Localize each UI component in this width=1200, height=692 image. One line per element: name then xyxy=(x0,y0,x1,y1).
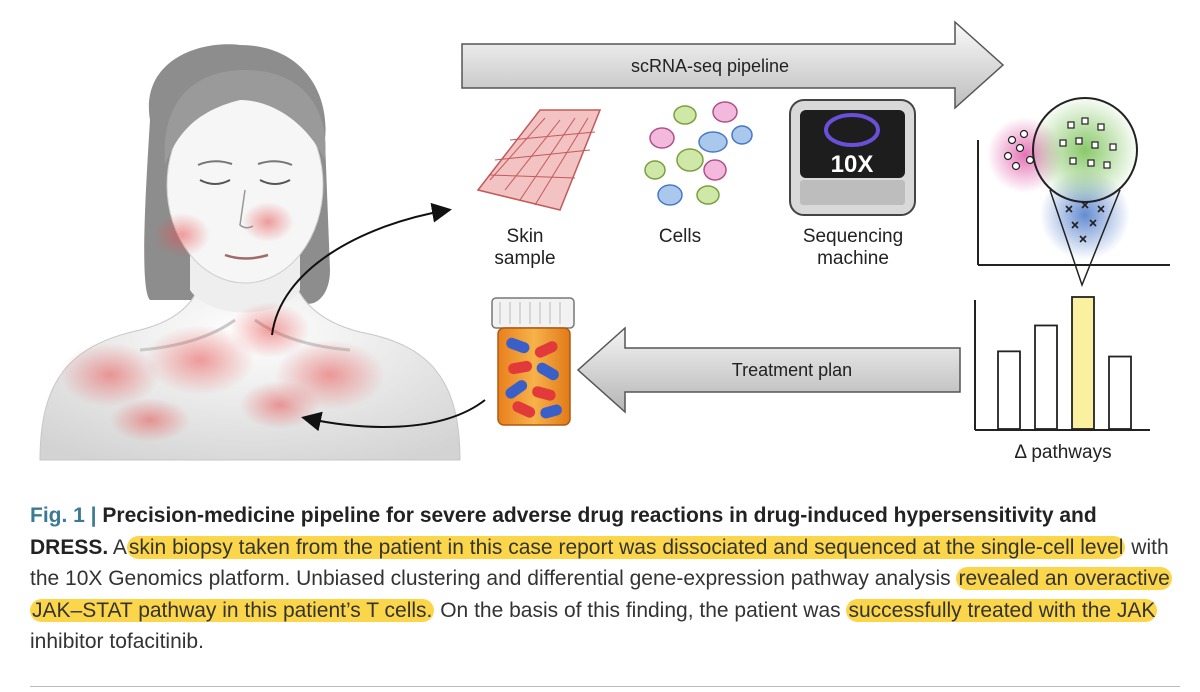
arrow-to-skin-sample xyxy=(271,202,452,336)
scrnaseq-label: scRNA-seq pipeline xyxy=(631,56,789,76)
cells-label: Cells xyxy=(659,226,701,247)
pathway-bar xyxy=(1034,324,1058,430)
skin-sample-icon: Skin sample xyxy=(476,109,602,269)
pathways-label: Δ pathways xyxy=(1014,442,1111,463)
caption-text-4: inhibitor tofacitinib. xyxy=(30,630,204,653)
pipeline-figure: scRNA-seq pipeline Skin sample Cells 10X… xyxy=(39,20,1170,463)
cluster-plot xyxy=(977,97,1170,288)
treatment-plan-arrow: Treatment plan xyxy=(576,326,961,414)
pill-bottle-icon xyxy=(491,297,575,426)
machine-logo: 10X xyxy=(831,151,874,178)
skin-label-line2: sample xyxy=(494,248,555,269)
divider-rule xyxy=(30,686,1180,687)
figure-label: Fig. 1 | xyxy=(30,504,97,527)
cells-icon: Cells xyxy=(644,101,753,247)
figure-title: Precision-medicine pipeline for severe a… xyxy=(30,504,1097,559)
pathway-bar xyxy=(1108,355,1132,430)
caption-highlight-1: skin biopsy taken from the patient in th… xyxy=(126,535,1126,559)
seq-label-line1: Sequencing xyxy=(803,226,903,247)
pathway-bar xyxy=(997,350,1021,430)
figure-caption: Fig. 1 | Precision-medicine pipeline for… xyxy=(30,500,1180,658)
caption-text-3: On the basis of this finding, the patien… xyxy=(440,598,841,622)
scrnaseq-arrow: scRNA-seq pipeline xyxy=(461,20,1005,110)
sequencing-machine-icon: 10X Sequencing machine xyxy=(789,99,916,269)
arrow-to-patient xyxy=(301,399,486,432)
skin-label-line1: Skin xyxy=(507,226,544,247)
pathway-bar-chart: Δ pathways xyxy=(974,296,1150,463)
patient-illustration xyxy=(39,44,461,461)
pathway-bar xyxy=(1071,296,1095,430)
caption-highlight-3: successfully treated with the JAK xyxy=(846,598,1158,622)
treatment-plan-label: Treatment plan xyxy=(732,360,852,380)
seq-label-line2: machine xyxy=(817,248,889,269)
caption-text-1: A xyxy=(112,535,127,559)
caption-text-2: with the 10X Genomics platform. Unbiased… xyxy=(30,535,1169,591)
